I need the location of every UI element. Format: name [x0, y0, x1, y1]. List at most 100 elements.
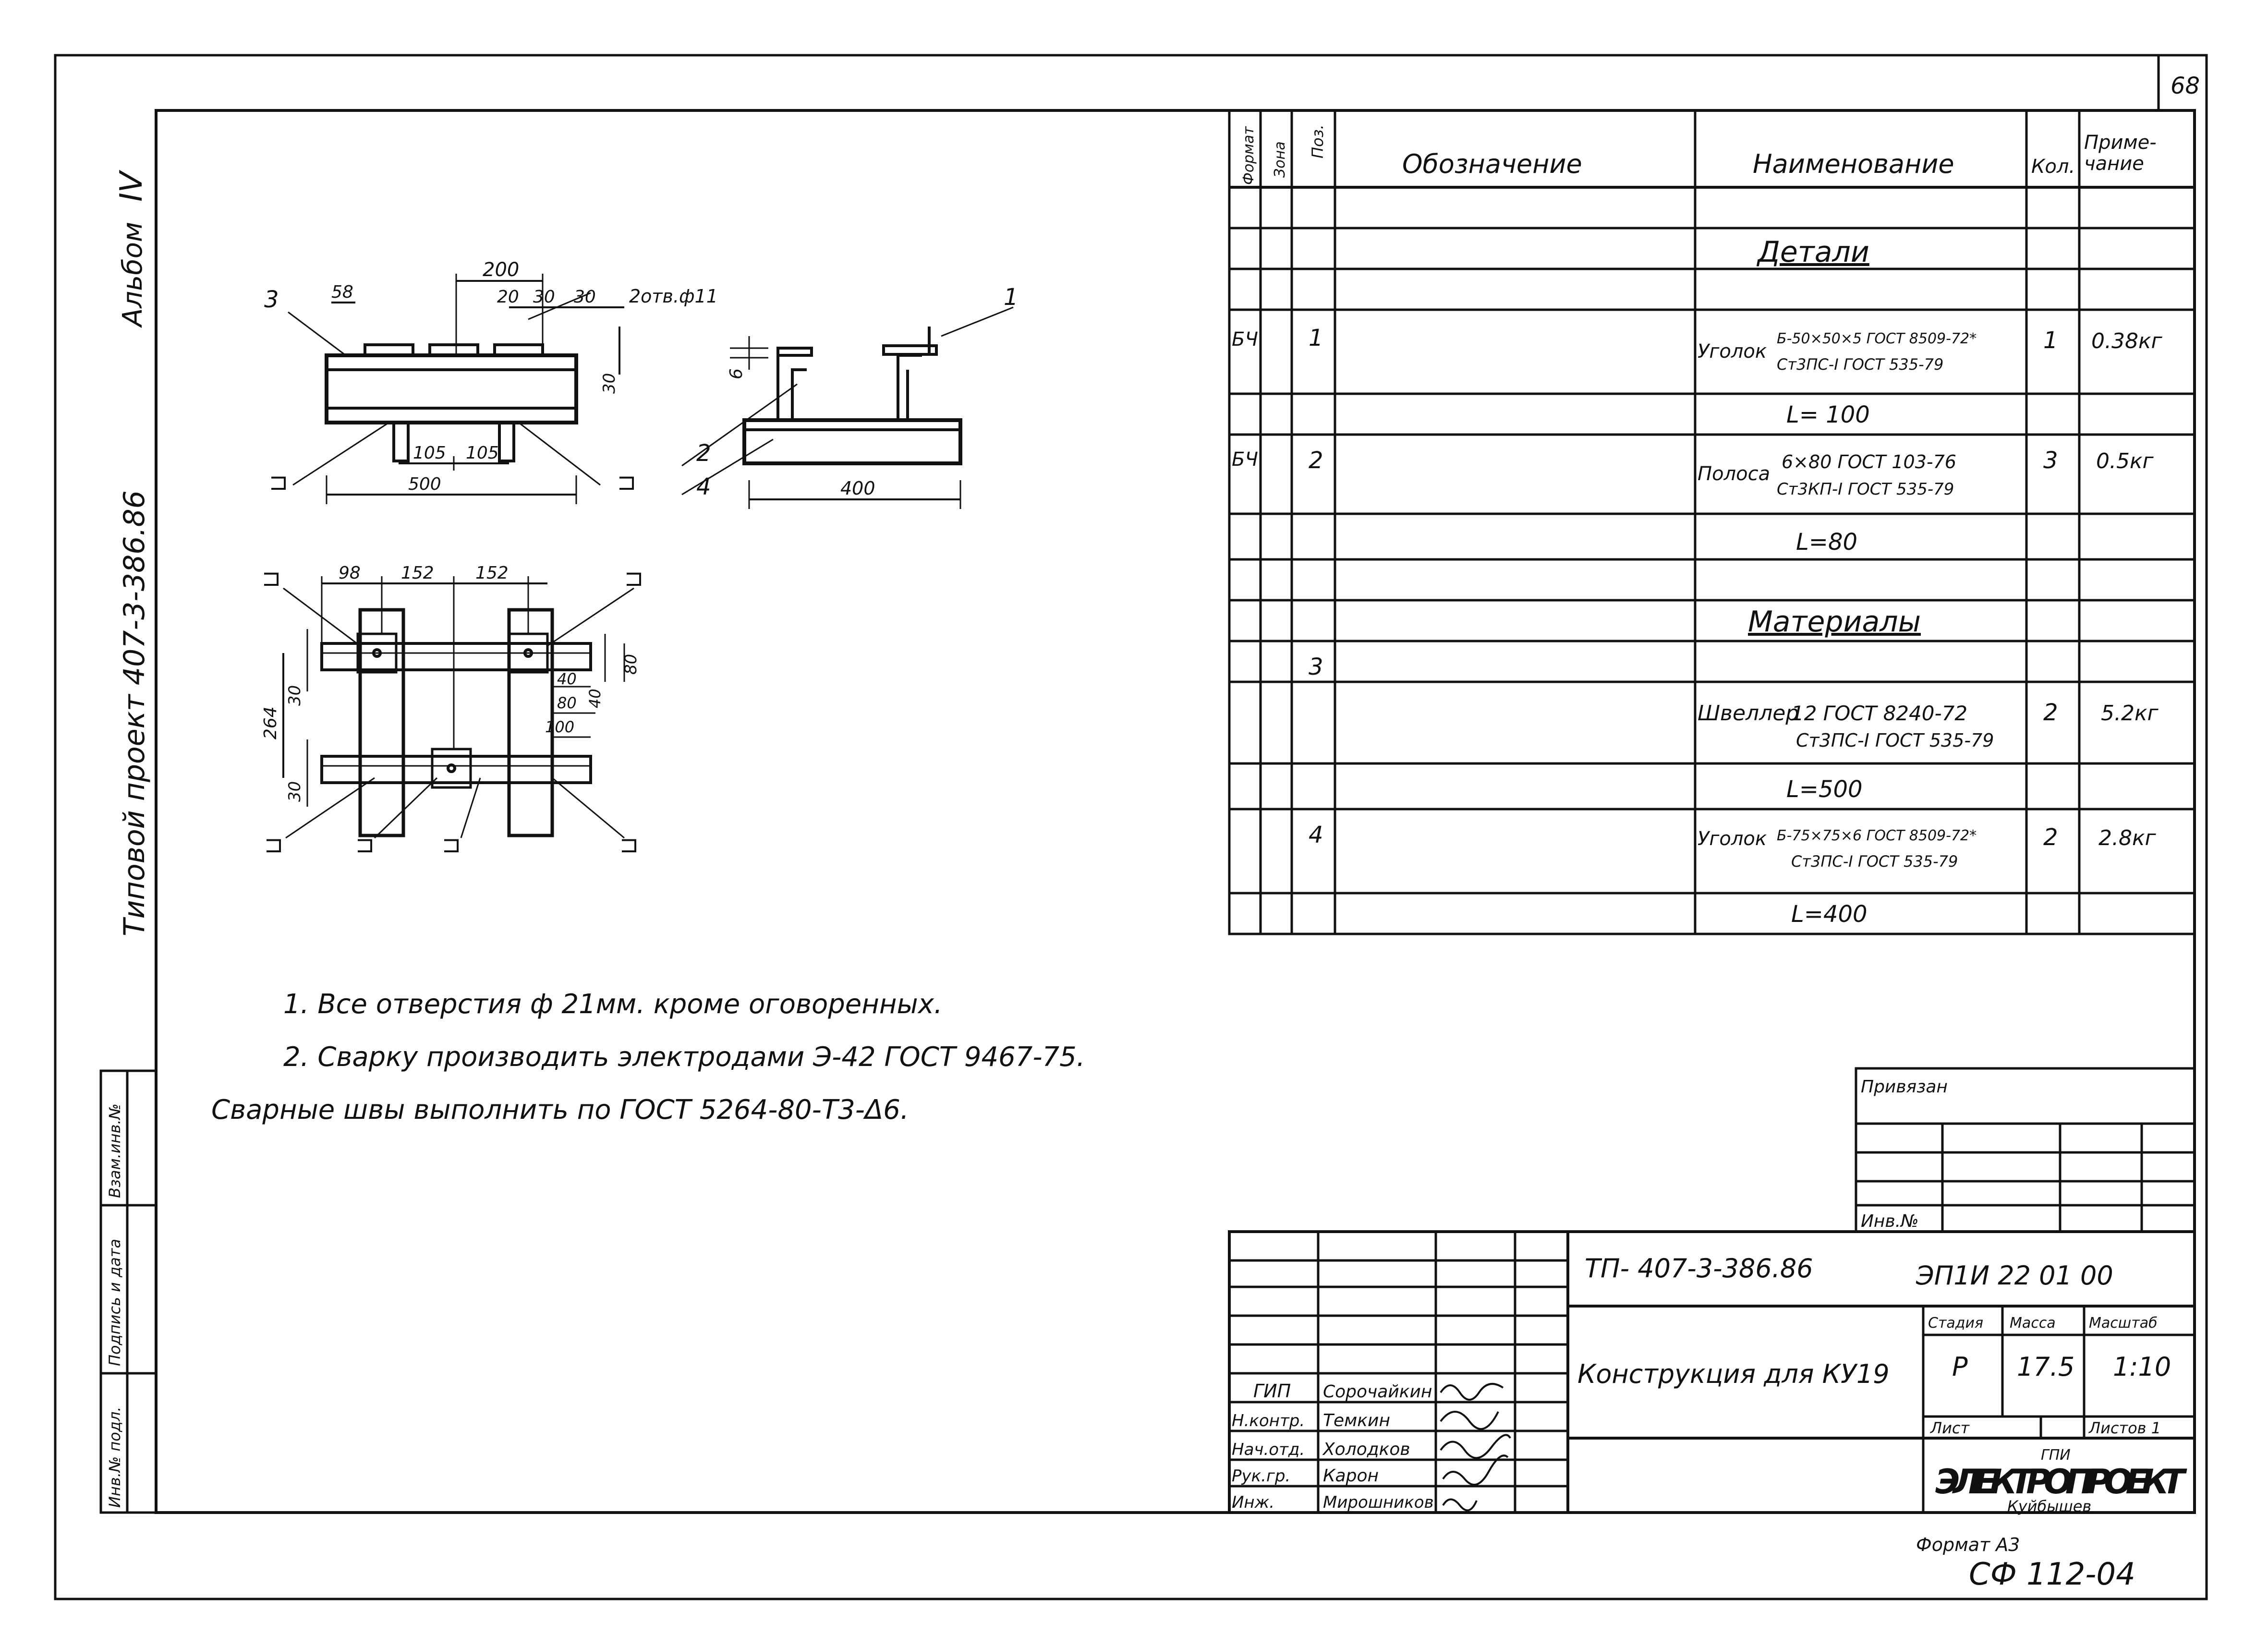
person-name: Сорочайкин: [1323, 1382, 1432, 1402]
weld-symbol: ⊐: [269, 469, 288, 496]
side-project-label: Типовой проект 407-3-386.86: [118, 490, 151, 936]
note-2: 2. Сварку производить электродами Э-42 Г…: [283, 1041, 1085, 1073]
weld-symbol: ⊐: [619, 831, 639, 858]
pos-label-2: 2: [696, 440, 711, 467]
note-1: 1. Все отверстия ф 21мм. кроме оговоренн…: [283, 989, 943, 1020]
row-note: 0.5кг: [2096, 449, 2154, 473]
binding-inv-label: Инв.№: [1861, 1211, 1919, 1231]
dim-label: 30: [285, 685, 304, 706]
person-role: Инж.: [1232, 1493, 1274, 1512]
weld-symbol: ⊐: [624, 565, 643, 592]
weld-symbol: ⊐: [264, 831, 283, 858]
dim-label: 152: [475, 563, 509, 583]
row-length: L=400: [1791, 901, 1868, 928]
row-spec-top: Б-75×75×6 ГОСТ 8509-72*: [1777, 827, 1977, 844]
weld-symbol: ⊐: [262, 565, 281, 592]
row-pos: 3: [1309, 654, 1323, 680]
title-block-grid: [1228, 1230, 2196, 1514]
row-spec-top: 6×80 ГОСТ 103-76: [1782, 451, 1956, 472]
row-length: L=80: [1796, 529, 1857, 556]
dim-label: 264: [261, 706, 280, 739]
spec-rows: БЧ 1 Уголок Б-50×50×5 ГОСТ 8509-72* Ст3П…: [1232, 325, 2163, 928]
row-qty: 1: [2043, 327, 2058, 354]
plan-view-labels: 98 152 152 264 30 30 40 80 100 40 80 ⊐ ⊐…: [261, 563, 643, 858]
header-designation: Обозначение: [1402, 149, 1582, 179]
dim-label: 80: [621, 654, 641, 675]
plan-view-drawing: [282, 576, 634, 839]
spec-table-grid: [1228, 109, 2196, 935]
drawing-title: Конструкция для КУ19: [1577, 1359, 1890, 1389]
dim-label: 30: [285, 781, 304, 802]
org-logo: ЭЛЕКТРОПРОЕКТ: [1935, 1462, 2187, 1502]
dim-label: 30: [574, 287, 596, 307]
side-stamp-sign: Подпись и дата: [106, 1239, 124, 1366]
side-stamp-inv: Инв.№ подл.: [106, 1406, 124, 1508]
scale-label: Масштаб: [2089, 1315, 2158, 1332]
row-pos: 4: [1309, 822, 1323, 848]
org-city: Куйбышев: [2007, 1497, 2091, 1515]
row-spec-bottom: Ст3КП-I ГОСТ 535-79: [1777, 480, 1954, 499]
note-3: Сварные швы выполнить по ГОСТ 5264-80-Т3…: [211, 1094, 909, 1126]
row-spec-top: Б-50×50×5 ГОСТ 8509-72*: [1777, 330, 1977, 347]
dim-label: 40: [557, 670, 577, 688]
row-note: 0.38кг: [2091, 329, 2163, 353]
holes-label: 2отв.ф11: [629, 286, 718, 307]
scale-value: 1:10: [2113, 1352, 2171, 1382]
format-label: Формат А3: [1916, 1534, 2020, 1555]
header-qty: Кол.: [2031, 156, 2075, 178]
side-strip: Альбом IV Типовой проект 407-3-386.86 Ин…: [99, 170, 158, 1514]
row-spec-bottom: Ст3ПС-I ГОСТ 535-79: [1777, 355, 1943, 374]
row-note: 5.2кг: [2101, 701, 2159, 726]
spec-sections: Детали Материалы: [1748, 235, 1921, 639]
person-name: Темкин: [1323, 1411, 1390, 1430]
dim-label: 80: [557, 694, 577, 712]
person-name: Мирошников: [1323, 1493, 1434, 1512]
notes-block: 1. Все отверстия ф 21мм. кроме оговоренн…: [211, 989, 1085, 1126]
row-pos: 2: [1309, 447, 1323, 474]
side-album-label: Альбом: [117, 222, 148, 328]
header-note: Приме-чание: [2084, 132, 2157, 175]
dim-label: 98: [339, 563, 361, 583]
header-name: Наименование: [1753, 149, 1954, 179]
row-spec-bottom: Ст3ПС-I ГОСТ 535-79: [1796, 730, 1994, 751]
spec-table-headers: Формат Зона Поз. Обозначение Наименовани…: [1240, 124, 2157, 185]
row-spec-top: 12 ГОСТ 8240-72: [1791, 702, 1967, 725]
dim-label: 20: [497, 287, 519, 307]
row-name: Уголок: [1698, 828, 1767, 850]
row-length: L=500: [1786, 776, 1863, 803]
dim-label: 105: [466, 443, 499, 463]
dim-label: 500: [408, 474, 441, 494]
row-pos: 1: [1309, 325, 1323, 351]
mass-value: 17.5: [2017, 1352, 2074, 1382]
mass-label: Масса: [2010, 1315, 2056, 1332]
signatures: [1440, 1383, 1511, 1512]
weld-symbol: ⊐: [617, 469, 636, 496]
row-format: БЧ: [1232, 328, 1258, 351]
binding-label: Привязан: [1861, 1077, 1948, 1097]
row-name: Полоса: [1698, 463, 1770, 485]
weld-symbol: ⊐: [442, 831, 461, 858]
row-name: Швеллер: [1698, 701, 1799, 726]
side-view-labels: 3 58 200 20 30 30 2отв.ф11 30 105 105 50…: [264, 259, 718, 496]
header-zone: Зона: [1272, 141, 1288, 178]
person-role: ГИП: [1253, 1381, 1291, 1402]
front-view-labels: 1 6 2 4 400: [696, 284, 1019, 500]
row-spec-bottom: Ст3ПС-I ГОСТ 535-79: [1791, 852, 1958, 871]
side-view-drawing: [288, 274, 624, 504]
sheet-label: Лист: [1930, 1419, 1970, 1437]
row-name: Уголок: [1698, 340, 1767, 363]
dim-label: 105: [413, 443, 446, 463]
person-name: Карон: [1323, 1466, 1379, 1486]
dim-label: 152: [401, 563, 434, 583]
section-details: Детали: [1756, 235, 1869, 269]
dim-label: 30: [600, 373, 619, 394]
row-length: L= 100: [1786, 401, 1870, 428]
header-pos: Поз.: [1309, 124, 1327, 158]
dim-label: 40: [586, 689, 604, 708]
row-qty: 3: [2043, 447, 2058, 474]
pos-label-1: 1: [1004, 284, 1019, 311]
org-top: ГПИ: [2041, 1447, 2071, 1464]
pos-label-4: 4: [696, 473, 711, 500]
title-block-text: ТП- 407-3-386.86 ЭП1И 22 01 00 Конструкц…: [1232, 1253, 2187, 1515]
